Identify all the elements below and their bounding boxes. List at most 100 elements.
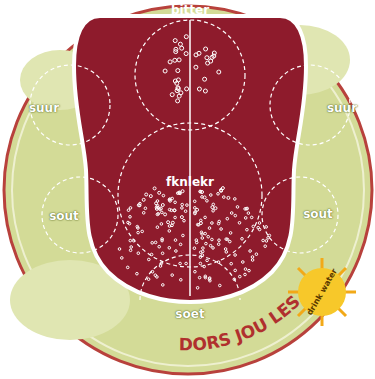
taste-bud bbox=[246, 228, 249, 231]
taste-bud bbox=[206, 200, 209, 203]
taste-bud bbox=[211, 238, 214, 241]
taste-bud bbox=[186, 204, 189, 207]
taste-bud bbox=[181, 207, 184, 210]
taste-bud bbox=[206, 259, 209, 262]
taste-bud bbox=[168, 230, 171, 233]
taste-bud bbox=[206, 61, 210, 65]
taste-bud bbox=[180, 279, 183, 282]
taste-bud bbox=[196, 208, 199, 211]
taste-bud bbox=[196, 223, 199, 226]
taste-bud bbox=[127, 221, 130, 224]
taste-bud bbox=[194, 270, 197, 273]
taste-bud bbox=[129, 249, 132, 252]
taste-bud bbox=[157, 213, 160, 216]
taste-bud bbox=[202, 247, 205, 250]
taste-label: soet bbox=[175, 307, 204, 321]
taste-bud bbox=[201, 254, 204, 257]
taste-label: suur bbox=[327, 101, 357, 115]
taste-bud bbox=[149, 195, 152, 198]
taste-bud bbox=[148, 258, 151, 261]
taste-bud bbox=[145, 193, 148, 196]
taste-bud bbox=[204, 232, 207, 235]
taste-bud bbox=[118, 248, 121, 251]
taste-bud bbox=[130, 246, 133, 249]
taste-bud bbox=[174, 50, 178, 54]
taste-bud bbox=[137, 204, 140, 207]
taste-bud bbox=[178, 42, 182, 46]
taste-bud bbox=[151, 270, 154, 273]
taste-bud bbox=[226, 217, 229, 220]
taste-bud bbox=[209, 244, 212, 247]
taste-bud bbox=[167, 221, 170, 224]
taste-bud bbox=[129, 207, 132, 210]
taste-bud bbox=[175, 89, 179, 93]
taste-bud bbox=[176, 99, 180, 103]
taste-bud bbox=[203, 77, 207, 81]
taste-bud bbox=[178, 191, 181, 194]
taste-bud bbox=[160, 262, 163, 265]
taste-bud bbox=[121, 257, 124, 260]
taste-bud bbox=[200, 231, 203, 234]
taste-label: bitter bbox=[171, 3, 209, 17]
taste-bud bbox=[179, 243, 182, 246]
background-disc bbox=[4, 6, 372, 374]
taste-bud bbox=[210, 194, 213, 197]
taste-bud bbox=[197, 87, 201, 91]
curved-title-text: DORS JOU LES bbox=[179, 291, 304, 354]
taste-bud bbox=[169, 199, 172, 202]
taste-bud bbox=[229, 240, 232, 243]
taste-bud bbox=[234, 198, 237, 201]
taste-bud bbox=[244, 208, 247, 211]
taste-bud bbox=[242, 261, 245, 264]
taste-bud bbox=[251, 259, 254, 262]
taste-bud bbox=[204, 276, 207, 279]
taste-zones bbox=[30, 20, 350, 300]
taste-bud bbox=[173, 209, 176, 212]
taste-bud bbox=[179, 91, 183, 95]
taste-bud bbox=[265, 240, 268, 243]
taste-bud bbox=[224, 248, 227, 251]
taste-bud bbox=[248, 269, 251, 272]
curved-title: DORS JOU LES bbox=[179, 291, 304, 354]
taste-bud bbox=[204, 47, 208, 51]
taste-bud bbox=[217, 261, 220, 264]
taste-bud bbox=[219, 284, 222, 287]
taste-bud bbox=[201, 191, 204, 194]
taste-bud bbox=[241, 238, 244, 241]
taste-bud bbox=[161, 211, 164, 214]
taste-bud bbox=[212, 210, 215, 213]
taste-bud bbox=[230, 262, 233, 265]
taste-bud bbox=[182, 234, 185, 237]
taste-bud bbox=[230, 212, 233, 215]
taste-bud bbox=[162, 284, 165, 287]
taste-bud bbox=[155, 202, 158, 205]
taste-bud bbox=[159, 207, 162, 210]
taste-bud bbox=[168, 60, 172, 64]
taste-buds bbox=[118, 35, 271, 289]
taste-label: sout bbox=[49, 209, 79, 223]
taste-bud bbox=[161, 239, 164, 242]
taste-bud bbox=[142, 198, 145, 201]
taste-bud bbox=[168, 247, 171, 250]
taste-bud bbox=[208, 227, 211, 230]
taste-bud bbox=[156, 226, 159, 229]
taste-label: fknlekr bbox=[166, 175, 214, 189]
taste-bud bbox=[247, 212, 250, 215]
taste-bud bbox=[238, 222, 241, 225]
taste-bud bbox=[217, 243, 220, 246]
taste-bud bbox=[251, 256, 254, 259]
taste-bud bbox=[212, 247, 215, 250]
taste-bud bbox=[175, 81, 179, 85]
taste-bud bbox=[147, 278, 150, 281]
taste-bud bbox=[170, 93, 174, 97]
taste-bud bbox=[257, 226, 260, 229]
taste-bud bbox=[195, 239, 198, 242]
taste-bud bbox=[214, 207, 217, 210]
taste-label: suur bbox=[29, 101, 59, 115]
taste-bud bbox=[154, 241, 157, 244]
taste-bud bbox=[234, 269, 237, 272]
taste-bud bbox=[181, 203, 184, 206]
taste-bud bbox=[132, 239, 135, 242]
taste-bud bbox=[174, 201, 177, 204]
